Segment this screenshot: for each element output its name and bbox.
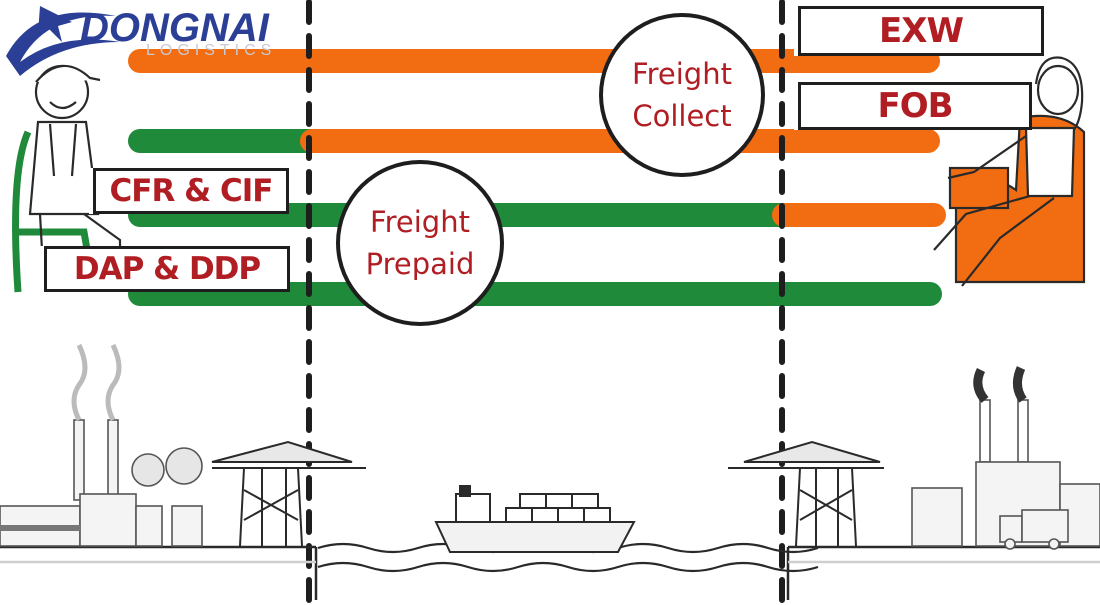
truck-cab: [999, 515, 1023, 543]
crane-left-leg-1: [239, 467, 245, 547]
truck-body: [1021, 509, 1069, 543]
seller-strap-2: [70, 123, 78, 177]
seller-smile: [49, 101, 77, 110]
buyer-hair: [1034, 56, 1084, 133]
dashed-dividers: [306, 0, 785, 603]
buyer-armrest: [948, 166, 1010, 210]
container-5: [519, 493, 547, 509]
factory-left-block: [79, 493, 137, 547]
term-fob-label: FOB: [798, 82, 1032, 130]
crane-right-leg-4: [851, 467, 857, 547]
cloud-2: [165, 447, 203, 485]
port-crane-icon-right: [728, 440, 884, 547]
smoke-right-1: [973, 367, 989, 403]
freight-collect-line-2: Collect: [632, 99, 732, 133]
cloud-1: [131, 453, 165, 487]
buyer-torso: [1024, 126, 1076, 198]
smoke-right-2: [1013, 366, 1027, 403]
wave-2: [317, 561, 819, 573]
truck-wheel-2: [1048, 538, 1060, 550]
seller-cap: [35, 64, 101, 83]
logo-arrow: [38, 6, 72, 42]
logo-brand-text: DONGNAI: [80, 6, 269, 50]
logo-swoosh: [6, 12, 120, 76]
crane-left-brace-2: [243, 489, 299, 521]
logo-tagline-text: LOGISTICS: [146, 42, 277, 59]
factory-icon: [0, 343, 203, 547]
container-2: [531, 507, 559, 523]
ground: [0, 545, 1100, 600]
crane-right-roof: [743, 440, 881, 463]
term-dap-ddp-label: DAP & DDP: [44, 246, 290, 292]
term-cfr-cif-label: CFR & CIF: [93, 168, 289, 214]
crane-left-leg-4: [297, 467, 303, 547]
container-3: [557, 507, 585, 523]
port-crane-icon: [211, 440, 366, 547]
freight-collect-line-1: Freight: [632, 56, 732, 91]
crane-left-roof: [211, 440, 353, 463]
tank-1: [135, 505, 163, 547]
seller-strap-1: [48, 123, 56, 177]
chimney-right-2: [1017, 399, 1029, 463]
company-logo: DONGNAI LOGISTICS: [0, 2, 271, 80]
container-4: [583, 507, 611, 523]
freight-prepaid-bubble: Freight Prepaid: [336, 160, 504, 326]
chimney-left-1: [73, 419, 85, 501]
chimney-left-2: [107, 419, 119, 501]
smoke-left-1: [71, 343, 88, 422]
logo-swoosh-icon: [6, 6, 120, 76]
crane-right-brace-2: [799, 489, 853, 521]
smoke-left-2: [105, 343, 122, 422]
truck-wheel-1: [1004, 538, 1016, 550]
freight-prepaid-line-1: Freight: [370, 204, 470, 239]
freight-collect-bubble: Freight Collect: [599, 13, 765, 177]
tank-2: [171, 505, 203, 547]
buyer-arm: [947, 135, 1027, 180]
ship-bridge: [455, 493, 491, 523]
container-6: [545, 493, 573, 509]
chimney-right-1: [979, 399, 991, 463]
buyer-figure-icon: [933, 56, 1086, 287]
factory-right-dome: [911, 487, 963, 547]
crane-right-leg-1: [795, 467, 801, 547]
seller-body: [28, 120, 100, 216]
container-ship-icon: [434, 485, 636, 553]
container-1: [505, 507, 533, 523]
term-exw-label: EXW: [798, 6, 1044, 56]
factory-icon-right: [911, 366, 1100, 550]
ship-funnel: [459, 485, 471, 497]
ship-hull: [434, 521, 636, 553]
freight-prepaid-line-2: Prepaid: [365, 247, 475, 281]
container-7: [571, 493, 599, 509]
buyer-head: [1036, 64, 1080, 116]
buyer-legs: [933, 194, 1055, 287]
